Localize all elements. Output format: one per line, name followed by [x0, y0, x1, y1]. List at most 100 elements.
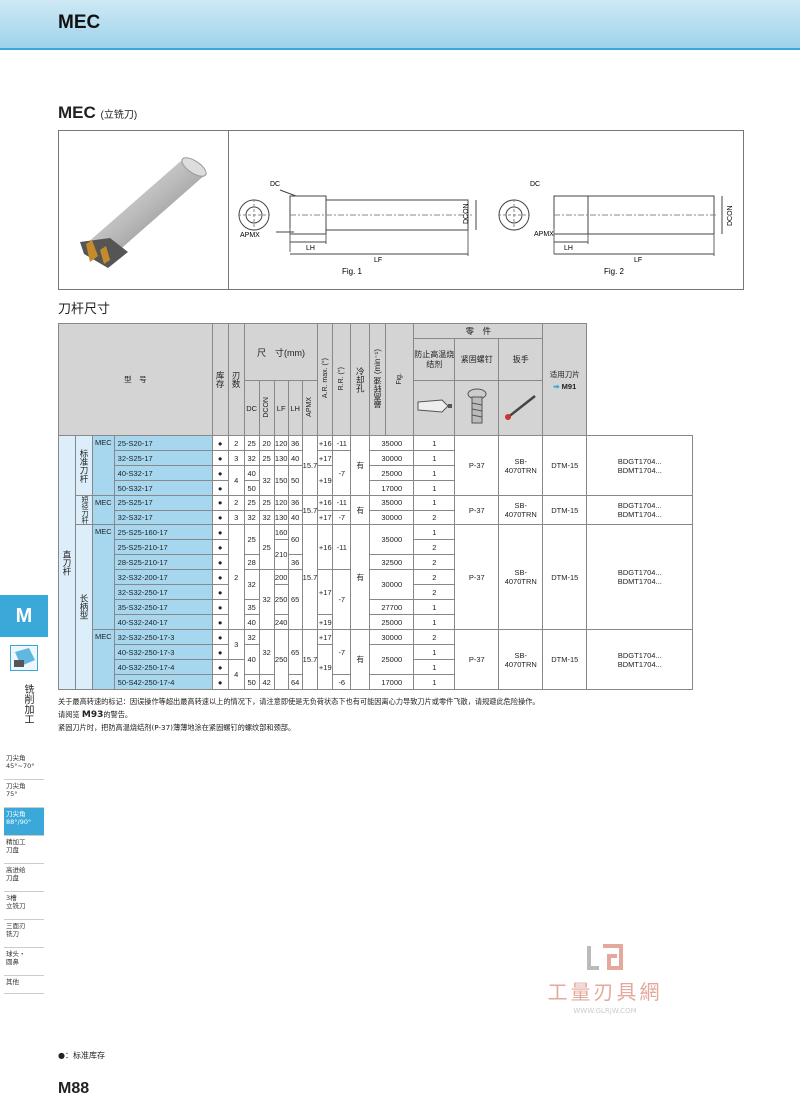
dc-value: 28	[243, 554, 260, 570]
sidebar-item[interactable]: 其他	[4, 976, 44, 994]
model-code: 28-S25-210-17	[113, 554, 213, 570]
part-antiseize: P-37	[454, 495, 500, 525]
page-header: MEC	[0, 0, 800, 50]
apmx-value: 15.7	[301, 629, 319, 690]
sidebar-item-active[interactable]: 刀尖角 88°/90°	[4, 808, 44, 836]
sidebar-item[interactable]: 高进给 刀盘	[4, 864, 44, 892]
teeth-count: 3	[227, 450, 245, 466]
fig-value: 2	[413, 509, 456, 525]
stock-dot: ●	[211, 674, 229, 690]
dc-value: 50	[243, 674, 260, 690]
ar-value: +17	[317, 450, 334, 466]
speed-value: 35000	[369, 435, 415, 451]
fig-value: 2	[413, 629, 456, 645]
fig-value: 1	[413, 659, 456, 675]
stock-dot: ●	[211, 539, 229, 555]
header-insert-label: 适用刀片	[549, 369, 580, 379]
lh-value: 64	[287, 674, 303, 690]
fig-value: 1	[413, 495, 456, 511]
insert-ref-link[interactable]: ➡ M91	[553, 381, 577, 391]
coolant-value: 有	[350, 495, 371, 525]
stock-dot: ●	[211, 524, 229, 540]
sidebar-item[interactable]: 3槽 立铣刀	[4, 892, 44, 920]
fig1-dcon-label: DCON	[463, 203, 470, 224]
ar-value: +17	[317, 509, 334, 525]
fig1-caption: Fig. 1	[342, 267, 363, 276]
dc-value: 25	[243, 435, 260, 451]
dc-value: 50	[243, 480, 260, 496]
sidebar-category-label: 铣削加工	[22, 684, 33, 724]
header-teeth: 刃数	[227, 323, 245, 436]
dcon-value: 32	[258, 569, 275, 630]
product-name: MEC	[58, 103, 96, 122]
fig-value: 1	[413, 614, 456, 630]
model-code: 40-S32-250-17-3	[113, 644, 213, 660]
model-code: 40-S32-250-17-4	[113, 659, 213, 675]
coolant-value: 有	[350, 435, 371, 496]
sidebar-item[interactable]: 三面刃 铣刀	[4, 920, 44, 948]
screw-icon	[454, 380, 500, 436]
arrow-right-icon: ➡	[553, 381, 560, 391]
header-lf: LF	[273, 380, 289, 436]
dcon-value: 20	[258, 435, 275, 451]
fig2-apmx-label: APMX	[534, 231, 554, 238]
insert-list: BDGT1704...BDMT1704...	[586, 629, 694, 690]
lf-value: 250	[273, 584, 289, 615]
model-code: 50-S32-17	[113, 480, 213, 496]
sidebar-item[interactable]: 刀尖角 45°~70°	[4, 752, 44, 780]
stock-dot: ●	[211, 554, 229, 570]
lh-value: 36	[287, 435, 303, 451]
header-stock: 库存	[211, 323, 229, 436]
model-code: 40-S32-17	[113, 465, 213, 481]
category-straight-shank: 直刀杆	[58, 435, 76, 690]
fig-value: 2	[413, 554, 456, 570]
antiseize-tube-icon	[413, 380, 456, 436]
sidebar-item[interactable]: 刀尖角 75°	[4, 780, 44, 808]
header-wrench: 扳手	[498, 338, 544, 381]
holder-dimension-table: 型 号 库存 刃数 尺 寸(mm) A.R. max. (°) R.R. (°)…	[58, 323, 694, 690]
lf-value: 160	[273, 524, 289, 540]
section-title: 刀杆尺寸	[58, 302, 111, 317]
warning-page-link[interactable]: M93	[81, 710, 104, 720]
speed-value: 25000	[369, 644, 415, 675]
image-divider	[228, 130, 229, 290]
speed-value: 30000	[369, 629, 415, 645]
speed-value: 35000	[369, 524, 415, 555]
part-screw: SB-4070TRN	[498, 524, 544, 630]
section-tab-m[interactable]: M	[0, 595, 48, 637]
sidebar-item[interactable]: 球头・ 圆鼻	[4, 948, 44, 976]
lf-value: 200	[273, 569, 289, 585]
sidebar-item[interactable]: 精加工 刀盘	[4, 836, 44, 864]
fig1-apmx-label: APMX	[240, 232, 260, 239]
fig-value: 1	[413, 599, 456, 615]
stock-dot: ●	[211, 480, 229, 496]
model-code: 32-S32-250-17-3	[113, 629, 213, 645]
dc-value: 32	[243, 509, 260, 525]
lf-value: 240	[273, 614, 289, 630]
dc-value: 40	[243, 465, 260, 481]
wrench-icon	[498, 380, 544, 436]
drawing-fig2: DC APMX LH LF DCON Fig. 2	[498, 181, 734, 276]
header-insert: 适用刀片 ➡ M91	[542, 323, 588, 436]
lf-value: 120	[273, 435, 289, 451]
coolant-value: 有	[350, 629, 371, 690]
rr-value: -7	[332, 509, 352, 525]
watermark: 工量刃具網 WWW.GLRJW.COM	[540, 942, 670, 1015]
header-dcon: DCON	[258, 380, 275, 436]
header-title: MEC	[58, 12, 101, 33]
model-code: 32-S32-200-17	[113, 569, 213, 585]
stock-legend: ●：标准库存	[58, 1051, 105, 1060]
part-wrench: DTM-15	[542, 524, 588, 630]
model-code: 32-S32-17	[113, 509, 213, 525]
rr-value: -11	[332, 435, 352, 451]
drawing-fig1: DC APMX LH LF DCON Fig. 1	[238, 181, 477, 276]
fig-value: 1	[413, 465, 456, 481]
lf-value: 250	[273, 629, 289, 690]
fig-value: 1	[413, 480, 456, 496]
dc-value: 32	[243, 629, 260, 645]
model-code: 25-S25-160-17	[113, 524, 213, 540]
fig-value: 2	[413, 539, 456, 555]
fig-value: 2	[413, 584, 456, 600]
model-code: 35-S32-250-17	[113, 599, 213, 615]
speed-value: 30000	[369, 450, 415, 466]
